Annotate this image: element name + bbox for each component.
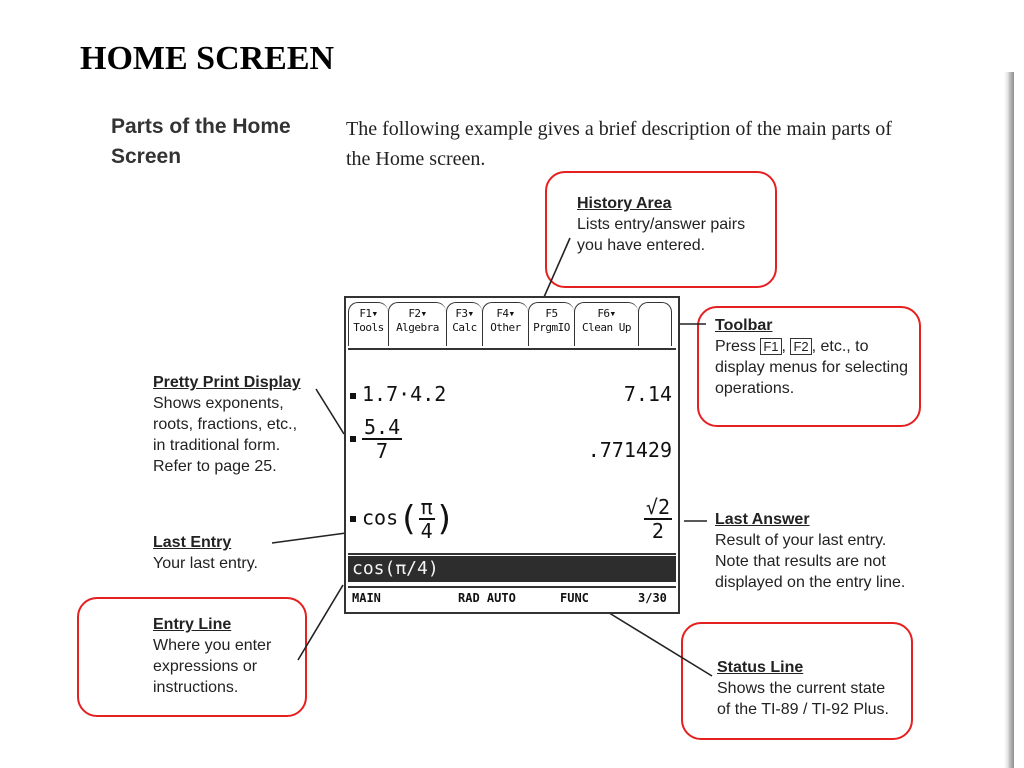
history-divider — [348, 553, 676, 555]
history-row-2: 5.4 7 .771429 — [350, 416, 672, 462]
toolbar-f1-tools: F1▾ Tools — [348, 302, 388, 346]
page-edge-shadow — [1004, 72, 1014, 768]
f2-label: Algebra — [396, 321, 439, 334]
f3-label: Calc — [452, 321, 477, 334]
f4-key: F4▾ — [496, 307, 515, 320]
callout-toolbar-body-line1: Press F1, F2, etc., to — [715, 338, 869, 355]
intro-text: The following example gives a brief desc… — [346, 114, 946, 174]
f5-key: F5 — [545, 307, 558, 320]
history-row-3: cos( π 4 ) √2 2 — [350, 496, 672, 542]
section-heading: Parts of the Home Screen — [111, 112, 321, 172]
toolbar-blank-tab — [638, 302, 672, 346]
history-entry-1: 1.7·4.2 — [362, 382, 447, 406]
status-mode: MAIN — [352, 591, 381, 605]
f1-key-label: F1 — [760, 338, 782, 355]
callout-toolbar-etc: , etc., to — [811, 338, 869, 355]
history-answer-3-fraction: √2 2 — [643, 495, 672, 543]
toolbar-ring — [697, 306, 921, 427]
history-entry-2-numerator: 5.4 — [362, 415, 403, 440]
callout-toolbar-body: display menus for selecting operations. — [715, 359, 908, 397]
callout-history-area-title: History Area — [577, 195, 672, 212]
history-answer-3-numerator: √2 — [643, 495, 672, 520]
history-entry-2-fraction: 5.4 7 — [362, 415, 403, 463]
callout-status-line-body: Shows the current state of the TI-89 / T… — [717, 680, 889, 718]
callout-last-entry-title: Last Entry — [153, 534, 232, 551]
close-paren: ) — [434, 499, 456, 539]
callout-entry-line-body: Where you enter expressions or instructi… — [153, 637, 272, 696]
callout-history-area: History Area Lists entry/answer pairs yo… — [577, 193, 772, 256]
connector-last-entry — [271, 532, 347, 544]
history-entry-3-func: cos — [362, 505, 399, 530]
history-answer-3-denominator: 2 — [651, 519, 664, 543]
f4-label: Other — [490, 321, 521, 334]
toolbar-f3-calc: F3▾ Calc — [446, 302, 482, 346]
history-entry-3-numerator: π — [418, 495, 435, 520]
connector-entry-line — [297, 584, 344, 661]
open-paren: ( — [398, 499, 419, 539]
f3-key: F3▾ — [455, 307, 474, 320]
toolbar-f6-cleanup: F6▾ Clean Up — [574, 302, 638, 346]
callout-toolbar-sep: , — [781, 338, 786, 355]
callout-pretty-print-title: Pretty Print Display — [153, 374, 301, 391]
toolbar-f4-other: F4▾ Other — [482, 302, 528, 346]
callout-toolbar: Toolbar Press F1, F2, etc., to display m… — [715, 315, 920, 399]
callout-last-answer: Last Answer Result of your last entry. N… — [715, 509, 925, 593]
history-entry-3-fraction: π 4 — [418, 495, 435, 543]
intro-line1: The following example gives a brief desc… — [346, 118, 892, 140]
toolbar-f5-prgmio: F5 PrgmIO — [528, 302, 574, 346]
section-heading-line2: Screen — [111, 145, 182, 168]
f1-key: F1▾ — [359, 307, 378, 320]
history-entry-3-denominator: 4 — [420, 519, 433, 543]
entry-bullet — [350, 436, 356, 442]
entry-bullet — [350, 392, 356, 399]
callout-last-entry-body: Your last entry. — [153, 555, 258, 572]
f6-key: F6▾ — [597, 307, 616, 320]
history-answer-2: .771429 — [587, 438, 672, 462]
callout-last-entry: Last Entry Your last entry. — [153, 532, 293, 574]
calc-toolbar: F1▾ Tools F2▾ Algebra F3▾ Calc F4▾ Other… — [348, 300, 676, 350]
entry-line-ring — [77, 597, 307, 717]
callout-status-line: Status Line Shows the current state of t… — [717, 657, 907, 720]
slide-title: HOME SCREEN — [80, 40, 335, 77]
status-line-ring — [681, 622, 913, 740]
history-row-1: 1.7·4.2 7.14 — [350, 382, 672, 406]
f6-label: Clean Up — [582, 321, 631, 334]
history-area-ring — [545, 171, 777, 288]
status-graph: FUNC — [560, 591, 589, 605]
section-heading-line1: Parts of the Home — [111, 115, 291, 138]
f5-label: PrgmIO — [533, 321, 570, 334]
entry-line: cos(π/4) — [348, 556, 676, 582]
intro-line2: the Home screen. — [346, 148, 486, 170]
callout-last-answer-body: Result of your last entry. Note that res… — [715, 532, 906, 591]
status-history-count: 3/30 — [638, 591, 667, 605]
calculator-screen: F1▾ Tools F2▾ Algebra F3▾ Calc F4▾ Other… — [344, 296, 680, 614]
callout-status-line-title: Status Line — [717, 659, 804, 676]
history-entry-2-denominator: 7 — [376, 439, 389, 463]
callout-pretty-print-body: Shows exponents, roots, fractions, etc.,… — [153, 395, 298, 475]
status-line: MAIN RAD AUTO FUNC 3/30 — [348, 586, 676, 610]
status-angle: RAD AUTO — [458, 591, 516, 605]
callout-last-answer-title: Last Answer — [715, 511, 810, 528]
toolbar-f2-algebra: F2▾ Algebra — [388, 302, 446, 346]
callout-toolbar-press-text: Press — [715, 338, 756, 355]
entry-bullet — [350, 516, 356, 522]
connector-pretty-print — [315, 388, 345, 435]
callout-entry-line: Entry Line Where you enter expressions o… — [153, 614, 298, 698]
callout-entry-line-title: Entry Line — [153, 616, 232, 633]
f2-key-label: F2 — [790, 338, 812, 355]
connector-status-line — [605, 610, 713, 677]
f1-label: Tools — [353, 321, 384, 334]
callout-history-area-body: Lists entry/answer pairs you have entere… — [577, 216, 746, 254]
callout-toolbar-title: Toolbar — [715, 317, 773, 334]
f2-key: F2▾ — [408, 307, 427, 320]
history-answer-1: 7.14 — [623, 382, 672, 406]
callout-pretty-print: Pretty Print Display Shows exponents, ro… — [153, 372, 323, 477]
